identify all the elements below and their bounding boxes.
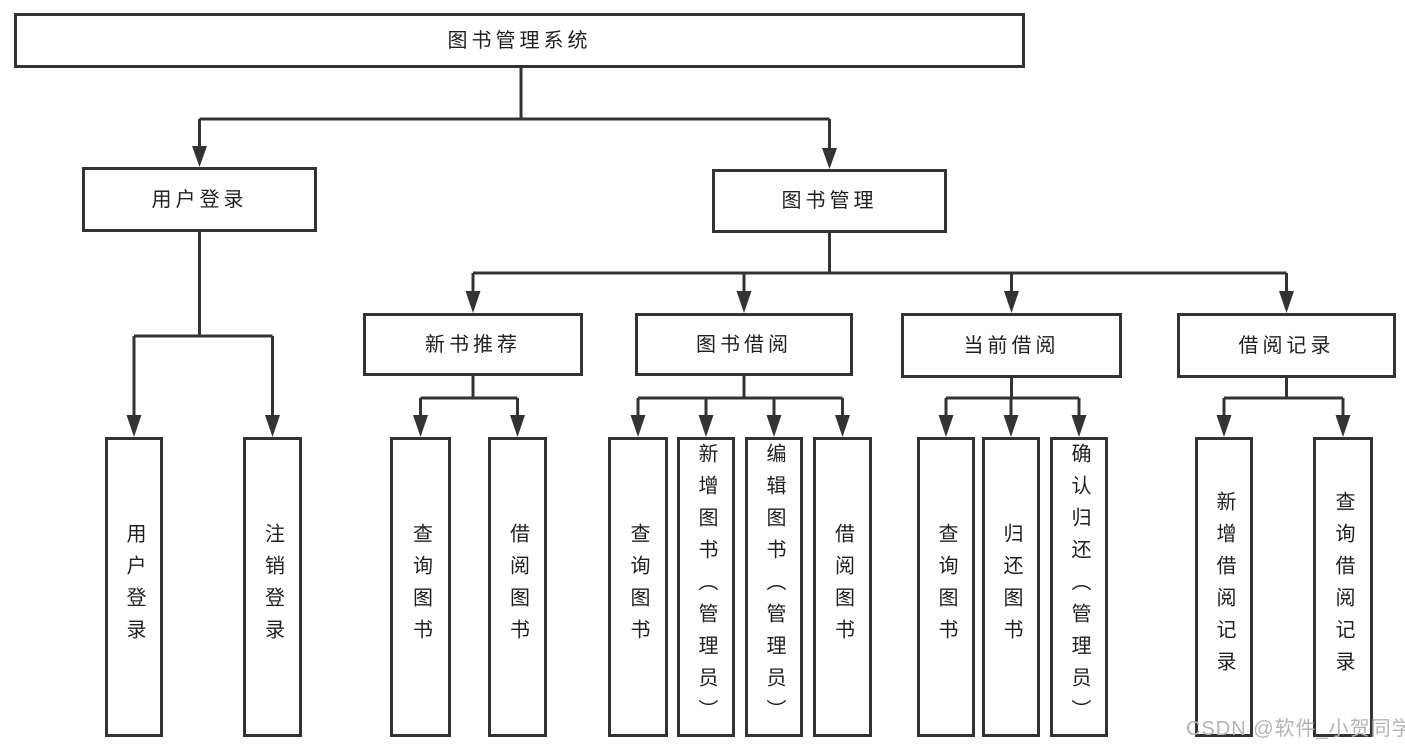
node-new-book-recommend: 新书推荐 bbox=[363, 313, 583, 376]
leaf-borrow-books-recommend: 借阅图书 bbox=[488, 437, 547, 737]
node-book-borrow: 图书借阅 bbox=[635, 313, 853, 376]
leaf-confirm-return-admin: 确认归还（管理员） bbox=[1050, 437, 1108, 737]
csdn-watermark: CSDN @软件_小贺同学 bbox=[1186, 718, 1405, 740]
leaf-return-book: 归还图书 bbox=[982, 437, 1040, 737]
node-book-management: 图书管理 bbox=[712, 169, 947, 233]
leaf-logout: 注销登录 bbox=[243, 437, 302, 737]
leaf-add-book-admin: 新增图书（管理员） bbox=[677, 437, 735, 737]
leaf-query-books-borrow: 查询图书 bbox=[608, 437, 668, 737]
leaf-query-borrow-record: 查询借阅记录 bbox=[1313, 437, 1373, 737]
node-user-login: 用户登录 bbox=[82, 167, 317, 232]
leaf-user-login: 用户登录 bbox=[105, 437, 163, 737]
node-borrow-records: 借阅记录 bbox=[1177, 313, 1396, 378]
leaf-add-borrow-record: 新增借阅记录 bbox=[1195, 437, 1253, 737]
node-current-borrow: 当前借阅 bbox=[901, 313, 1122, 378]
node-root: 图书管理系统 bbox=[14, 13, 1025, 68]
leaf-query-books-current: 查询图书 bbox=[917, 437, 975, 737]
leaf-query-books-recommend: 查询图书 bbox=[390, 437, 451, 737]
leaf-borrow-books: 借阅图书 bbox=[813, 437, 872, 737]
leaf-edit-book-admin: 编辑图书（管理员） bbox=[745, 437, 803, 737]
